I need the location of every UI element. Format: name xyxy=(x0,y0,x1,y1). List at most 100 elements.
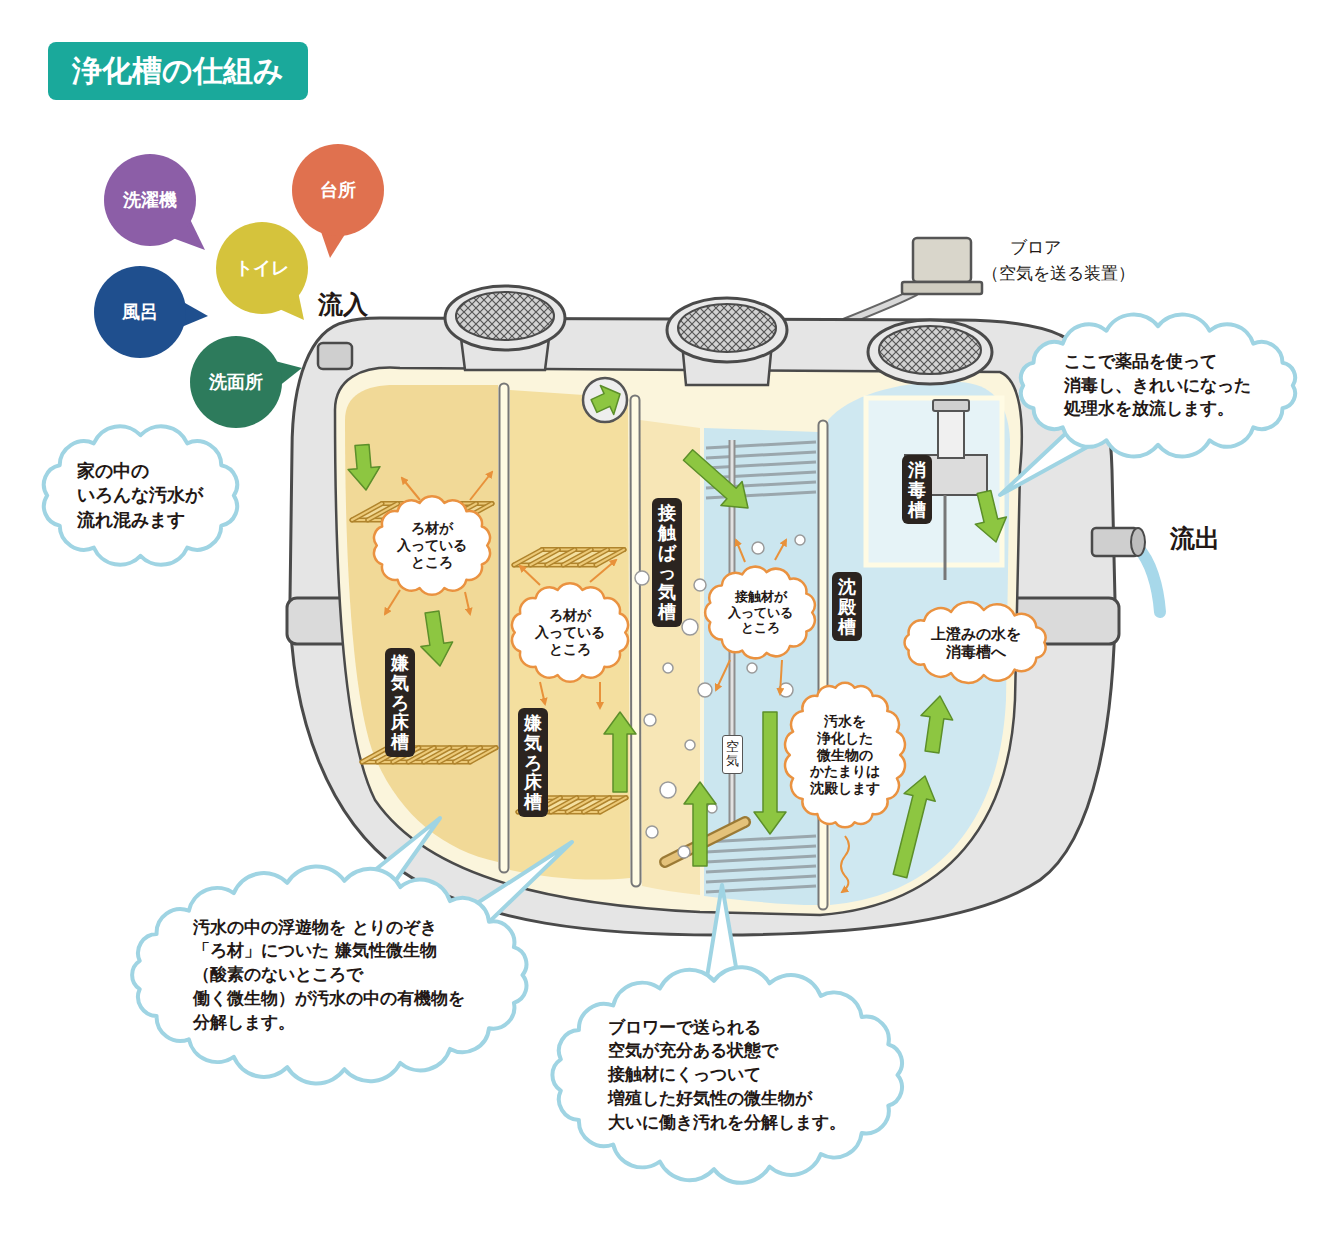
filter-media-rack-part xyxy=(600,798,626,812)
disinfection-device-part xyxy=(933,400,969,411)
manhole xyxy=(445,286,992,385)
tank-label: 空気 xyxy=(722,735,743,774)
air-bubbles-part xyxy=(678,846,690,858)
cloud-outline xyxy=(132,867,526,1084)
air-label-text: 空気 xyxy=(726,740,739,769)
filter-media-rack-part xyxy=(596,550,624,565)
outlet-pipe-part xyxy=(1138,548,1160,612)
manhole-part xyxy=(445,286,565,350)
partition-part xyxy=(501,388,508,868)
manhole-part xyxy=(456,292,554,340)
sediment-pointer xyxy=(841,836,849,892)
flow-arrow xyxy=(975,490,1006,542)
callout-text: 上澄みの水を 消毒槽へ xyxy=(930,625,1022,661)
partition-part xyxy=(820,425,827,905)
tank-label: 嫌気ろ床槽 xyxy=(385,648,415,757)
manhole-part xyxy=(868,320,992,384)
media-pointer-part xyxy=(465,592,470,614)
tank-name-text: 接触ばっ気槽 xyxy=(658,503,676,622)
media-pointer-part xyxy=(775,540,786,560)
blower-part xyxy=(845,292,915,322)
tank-name-text: 消毒槽 xyxy=(908,460,926,519)
tank-cutaway-part xyxy=(866,398,1002,565)
flow-arrow xyxy=(684,782,716,866)
air-bubbles-part xyxy=(635,571,649,585)
flow-arrow xyxy=(348,444,380,490)
tank-cutaway-part xyxy=(640,420,700,895)
title-text: 浄化槽の仕組み xyxy=(72,51,284,91)
filter-media-rack xyxy=(514,550,624,565)
cloud-outline xyxy=(512,583,628,681)
air-bubbles-part xyxy=(644,714,656,726)
callout-text: 汚水を 浄化した 微生物の かたまりは 沈殿します xyxy=(809,713,881,797)
title-box: 浄化槽の仕組み xyxy=(48,42,308,100)
callout-text: ここで薬品を使って 消毒し、きれいになった 処理水を放流します。 xyxy=(1064,350,1253,421)
filter-media-rack-part xyxy=(596,550,624,565)
tank-label: 嫌気ろ床槽 xyxy=(518,708,548,817)
cloud-outline xyxy=(44,426,237,564)
partition xyxy=(504,388,823,905)
contact-media-grid-part xyxy=(706,856,816,862)
contact-media-grid-part xyxy=(706,442,816,448)
filter-media-rack-part xyxy=(352,504,382,521)
outlet-pipe-part xyxy=(1131,528,1145,556)
cloud-outline xyxy=(552,967,902,1183)
media-pointer-part xyxy=(402,478,420,500)
media-pointer-part xyxy=(470,472,492,500)
cloud-outline xyxy=(905,602,1046,683)
tank-label: 消毒槽 xyxy=(902,455,932,524)
flow-arrow xyxy=(591,386,620,415)
disinfection-device-part xyxy=(938,408,964,458)
callout-cloud: 汚水の中の浮遊物を とりのぞき「ろ材」についた 嫌気性微生物（酸素のないところで… xyxy=(119,862,541,1088)
callout-text: ブロワーで送られる 空気が充分ある状態で 接触材にくっついて 増殖した好気性の微… xyxy=(608,1016,848,1135)
bubble-text: 台所 xyxy=(320,178,356,202)
tank-name-text: 沈殿槽 xyxy=(838,577,856,636)
media-pointer-part xyxy=(599,682,601,708)
callout-text: 家の中の いろんな汚水が 流れ混みます xyxy=(77,459,205,532)
partition-part xyxy=(818,425,829,905)
media-pointer-part xyxy=(780,660,782,694)
bubble-circle xyxy=(190,336,282,428)
filter-media-rack-part xyxy=(600,798,626,812)
source-bubble: 洗濯機 xyxy=(104,154,196,246)
bubble-circle xyxy=(94,266,186,358)
disinfection-device xyxy=(905,400,987,580)
manhole-part xyxy=(879,326,981,374)
bubble-circle xyxy=(216,222,308,314)
callout-cloud: ろ材が 入っている ところ xyxy=(505,579,635,686)
contact-media-grid-part xyxy=(706,462,816,468)
flow-arrow xyxy=(893,776,935,878)
contact-media-grid xyxy=(706,442,816,892)
partition-part xyxy=(635,400,636,882)
callout-cloud: 汚水を 浄化した 微生物の かたまりは 沈殿します xyxy=(780,677,910,833)
blower xyxy=(845,238,982,322)
disinfection-device-part xyxy=(944,495,947,580)
contact-media-grid-part xyxy=(706,876,816,882)
partition-part xyxy=(499,388,510,868)
media-pointer-part xyxy=(520,566,540,585)
partition-part xyxy=(635,400,636,882)
bubble-text: トイレ xyxy=(235,256,289,280)
manhole-part xyxy=(667,298,787,362)
air-bubbles-part xyxy=(752,542,764,554)
tank-name-text: 嫌気ろ床槽 xyxy=(524,713,542,812)
media-pointer-part xyxy=(590,560,616,582)
media-pointer-part xyxy=(736,540,745,562)
callout-cloud: 接触材が 入っている ところ xyxy=(699,562,822,663)
callout-text: 接触材が 入っている ところ xyxy=(727,589,794,636)
flow-arrow xyxy=(754,712,786,834)
source-bubble: 風呂 xyxy=(94,266,186,358)
cloud-outline xyxy=(705,567,815,659)
cloud-outline xyxy=(785,683,905,828)
flow-arrow xyxy=(604,712,636,792)
source-bubble: 洗面所 xyxy=(190,336,282,428)
blower-part xyxy=(845,292,915,322)
air-bubbles-part xyxy=(660,782,676,798)
cloud-outline xyxy=(1021,315,1295,457)
callout-text: ろ材が 入っている ところ xyxy=(396,520,468,570)
filter-media-rack-part xyxy=(352,504,382,521)
manhole-part xyxy=(678,304,776,352)
air-bubbles-part xyxy=(663,663,673,673)
